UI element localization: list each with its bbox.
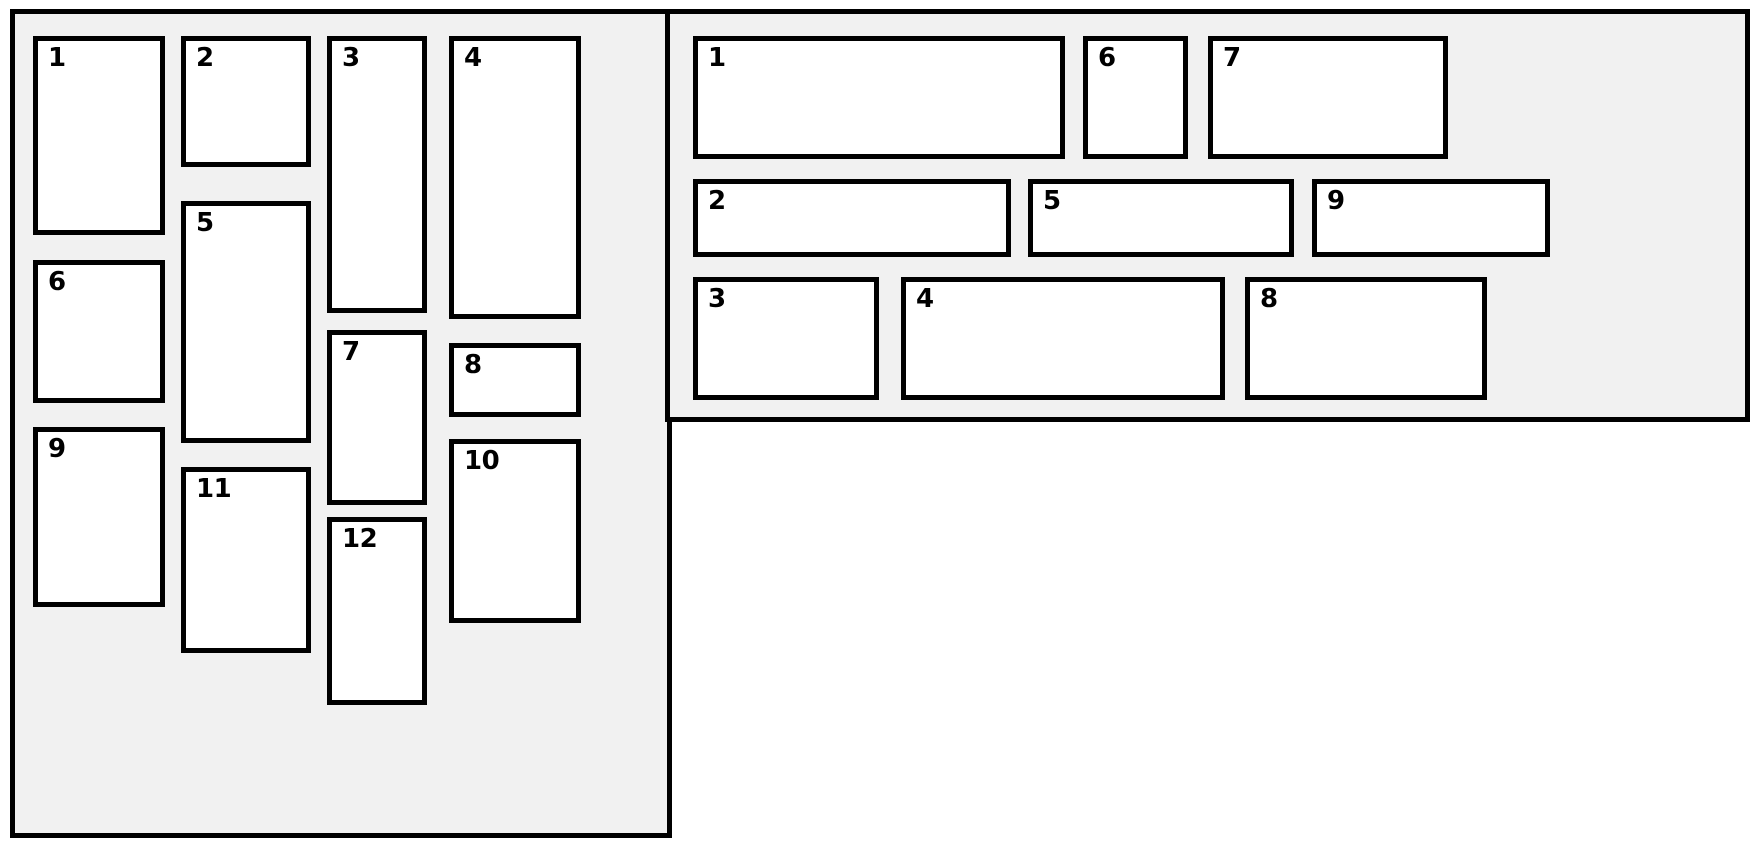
right-panel-cell-6[interactable]: 6	[1083, 36, 1188, 159]
left-panel-cell-11[interactable]: 11	[181, 467, 311, 653]
right-panel-cell-label-2: 2	[708, 186, 726, 216]
left-panel-cell-9[interactable]: 9	[33, 427, 165, 607]
right-panel-cell-1[interactable]: 1	[693, 36, 1065, 159]
left-panel-cell-label-2: 2	[196, 43, 214, 73]
right-panel-cell-4[interactable]: 4	[901, 277, 1225, 400]
right-panel-cell-label-7: 7	[1223, 43, 1241, 73]
left-panel-cell-1[interactable]: 1	[33, 36, 165, 235]
left-panel-cell-3[interactable]: 3	[327, 36, 427, 313]
left-panel-cell-10[interactable]: 10	[449, 439, 581, 623]
left-panel-cell-label-6: 6	[48, 267, 66, 297]
left-panel-cell-label-9: 9	[48, 434, 66, 464]
right-panel-cell-9[interactable]: 9	[1312, 179, 1550, 257]
right-panel-cell-8[interactable]: 8	[1245, 277, 1487, 400]
right-panel: 1 6 7 2 5 9 3 4 8	[665, 9, 1750, 422]
left-panel-cell-8[interactable]: 8	[449, 343, 581, 417]
right-panel-cell-label-1: 1	[708, 43, 726, 73]
left-panel-cell-12[interactable]: 12	[327, 517, 427, 705]
right-panel-cell-7[interactable]: 7	[1208, 36, 1448, 159]
left-panel-cell-7[interactable]: 7	[327, 330, 427, 505]
right-panel-cell-label-8: 8	[1260, 284, 1278, 314]
left-panel-cell-5[interactable]: 5	[181, 201, 311, 443]
right-panel-cell-3[interactable]: 3	[693, 277, 879, 400]
right-panel-cell-5[interactable]: 5	[1028, 179, 1294, 257]
right-panel-cell-label-9: 9	[1327, 186, 1345, 216]
left-panel-cell-label-10: 10	[464, 446, 500, 476]
right-panel-cell-label-4: 4	[916, 284, 934, 314]
right-panel-cell-2[interactable]: 2	[693, 179, 1011, 257]
left-panel-cell-label-12: 12	[342, 524, 378, 554]
left-panel-cell-4[interactable]: 4	[449, 36, 581, 319]
left-panel-cell-label-5: 5	[196, 208, 214, 238]
right-panel-cell-label-5: 5	[1043, 186, 1061, 216]
right-panel-cell-label-6: 6	[1098, 43, 1116, 73]
left-panel-cell-label-1: 1	[48, 43, 66, 73]
left-panel-cell-label-3: 3	[342, 43, 360, 73]
right-panel-cell-label-3: 3	[708, 284, 726, 314]
left-panel-cell-label-7: 7	[342, 337, 360, 367]
left-panel-cell-label-8: 8	[464, 350, 482, 380]
left-panel-cell-label-11: 11	[196, 474, 232, 504]
left-panel-cell-2[interactable]: 2	[181, 36, 311, 167]
left-panel-cell-label-4: 4	[464, 43, 482, 73]
left-panel-cell-6[interactable]: 6	[33, 260, 165, 403]
